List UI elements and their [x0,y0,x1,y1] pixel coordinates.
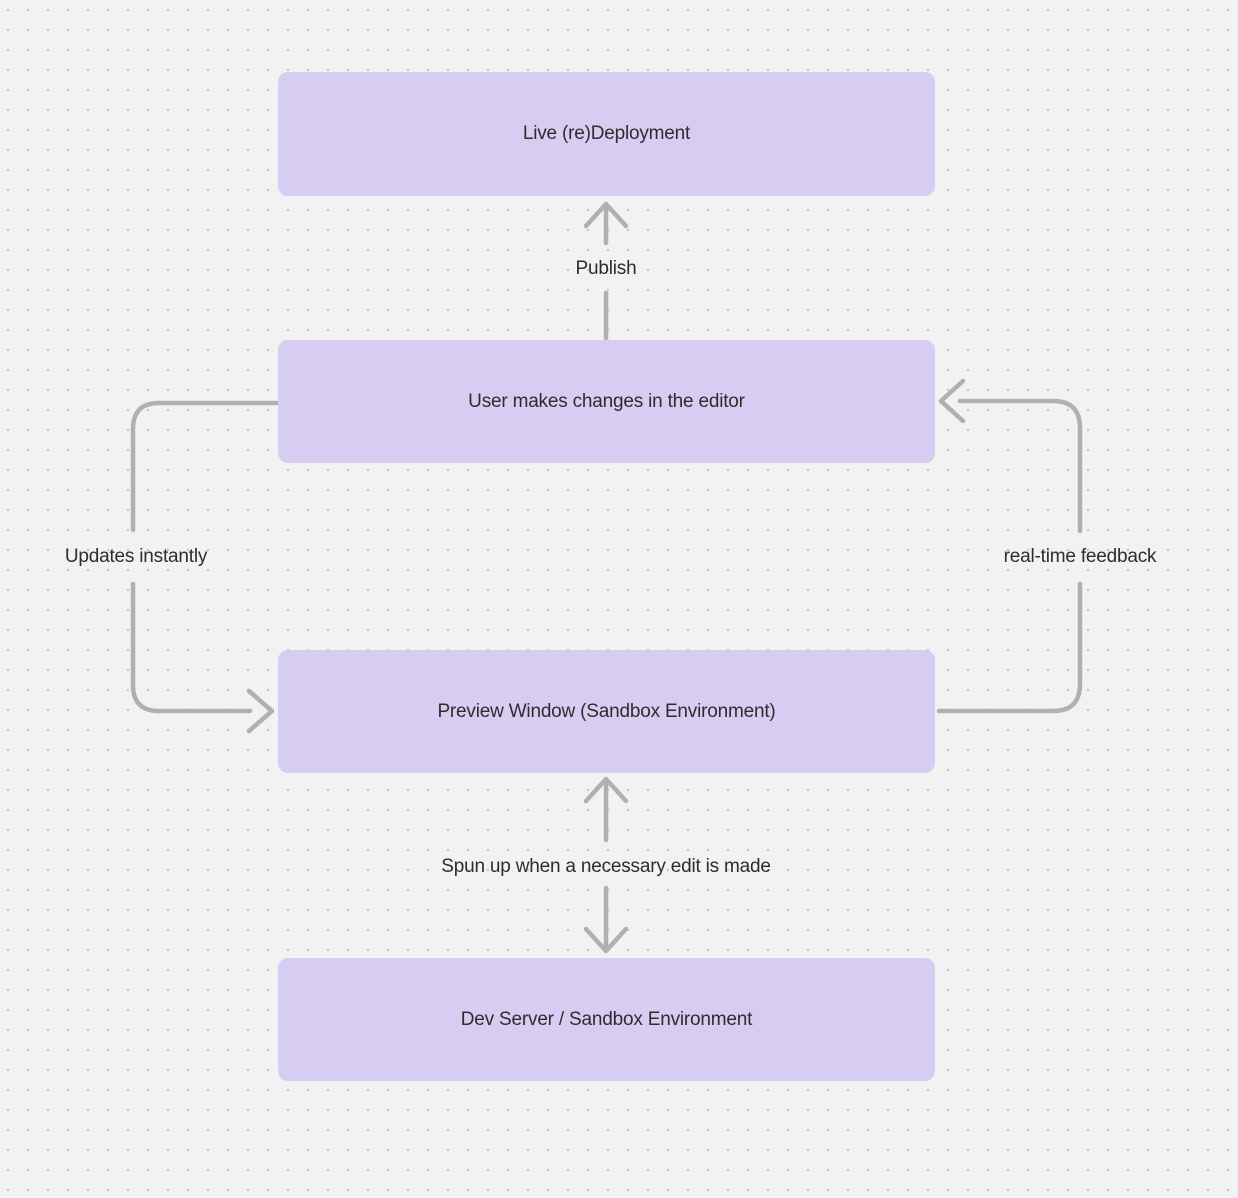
connector-feedback-lower [936,581,1083,714]
arrowhead-right-icon [246,688,275,734]
node-user-editor[interactable]: User makes changes in the editor [278,340,935,463]
node-dev-server[interactable]: Dev Server / Sandbox Environment [278,958,935,1081]
connector-publish[interactable] [583,201,629,341]
connector-updates-instantly[interactable] [130,400,280,734]
node-preview-window[interactable]: Preview Window (Sandbox Environment) [278,650,935,773]
connector-updates-upper [130,400,280,533]
edge-label-real-time-feedback[interactable]: real-time feedback [1003,546,1157,567]
node-preview-window-label: Preview Window (Sandbox Environment) [437,700,776,722]
arrowhead-up-icon [583,201,629,229]
node-live-deployment[interactable]: Live (re)Deployment [278,72,935,196]
arrowhead-up-icon [583,776,629,804]
node-live-deployment-label: Live (re)Deployment [522,123,691,144]
node-user-editor-label: User makes changes in the editor [468,390,745,412]
node-dev-server-label: Dev Server / Sandbox Environment [460,1008,753,1030]
connector-spun-up[interactable] [583,776,629,954]
arrowhead-left-icon [938,378,966,424]
arrowhead-down-icon [583,926,629,954]
connector-updates-lower [130,581,253,714]
edge-label-spun-up[interactable]: Spun up when a necessary edit is made [441,856,771,877]
connector-real-time-feedback[interactable] [936,378,1083,714]
connector-feedback-upper [957,398,1083,534]
edge-label-updates-instantly[interactable]: Updates instantly [64,546,208,567]
edge-label-publish[interactable]: Publish [575,258,637,279]
